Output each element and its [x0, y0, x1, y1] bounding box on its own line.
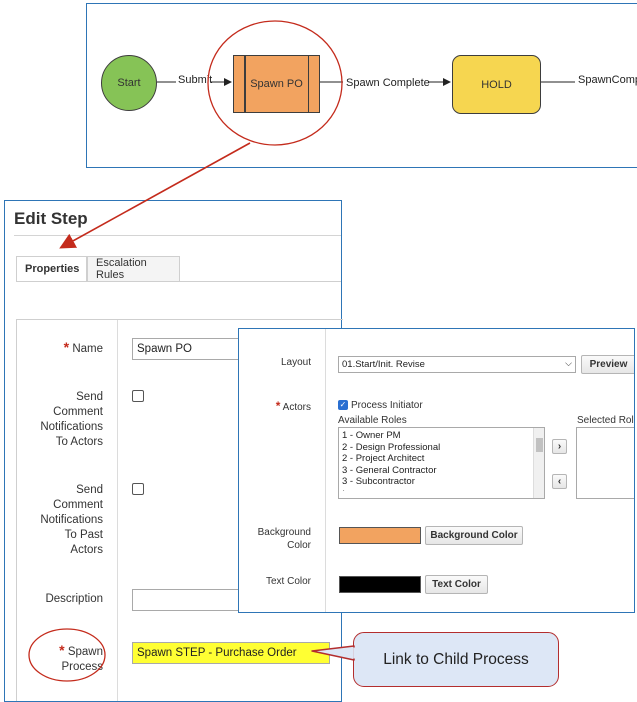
description-label: Description — [45, 593, 103, 605]
move-right-button[interactable]: › — [552, 439, 567, 454]
roles-scrollbar[interactable] — [533, 428, 544, 498]
tab-properties[interactable]: Properties — [16, 256, 87, 282]
send-comment-label: Send Comment Notifications To Actors — [40, 391, 103, 448]
roles-scrollbar-thumb[interactable] — [536, 438, 543, 452]
list-item[interactable]: 2 - Project Architect — [342, 453, 425, 465]
text-color-swatch[interactable] — [339, 576, 421, 593]
list-item[interactable]: 3 - General Contractor — [342, 464, 437, 476]
callout-text: Link to Child Process — [383, 650, 529, 668]
layout-select-value: 01.Start/Init. Revise — [342, 359, 425, 370]
properties-form: * Name Send Comment Notifications To Act… — [16, 319, 343, 701]
title-divider — [14, 235, 341, 236]
required-marker: * — [63, 339, 70, 355]
step-layout-panel: Layout 01.Start/Init. Revise ⌵ Preview *… — [238, 328, 635, 613]
preview-button[interactable]: Preview — [581, 355, 634, 374]
background-color-swatch[interactable] — [339, 527, 421, 544]
move-left-button[interactable]: ‹ — [552, 474, 567, 489]
popup-column-divider — [325, 329, 326, 612]
required-marker: * — [59, 642, 65, 658]
edge-label-spawn-complete: Spawn Complete — [345, 77, 431, 89]
list-item[interactable]: 3 - Subcontractor — [342, 476, 415, 488]
selected-roles-list[interactable] — [576, 427, 634, 499]
spawn-process-label: * Spawn Process — [45, 643, 103, 675]
edge-label-submit: Submit — [177, 74, 214, 86]
name-label-text: Name — [72, 343, 103, 355]
list-item[interactable]: 2 - Design Professional — [342, 441, 441, 453]
text-color-button[interactable]: Text Color — [425, 575, 488, 594]
form-column-divider — [117, 320, 118, 701]
spawn-process-input[interactable] — [132, 642, 330, 664]
process-initiator-label: Process Initiator — [351, 400, 423, 411]
selected-roles-label: Selected Rol — [577, 415, 634, 426]
actors-label: * Actors — [259, 400, 311, 414]
spawn-po-node-label: Spawn PO — [250, 78, 303, 90]
tab-escalation-rules[interactable]: Escalation Rules — [87, 256, 180, 282]
list-item[interactable]: 1 - Owner PM — [342, 430, 401, 441]
available-roles-list[interactable]: 1 - Owner PM 2 - Design Professional 2 -… — [338, 427, 545, 499]
background-color-button[interactable]: Background Color — [425, 526, 523, 545]
tab-divider — [16, 281, 341, 282]
process-initiator-checkbox[interactable]: ✓ — [338, 400, 348, 410]
name-input[interactable] — [132, 338, 262, 360]
text-color-label: Text Color — [265, 576, 311, 587]
required-marker: * — [275, 399, 281, 413]
hold-node-label: HOLD — [481, 78, 512, 91]
layout-label: Layout — [280, 357, 311, 368]
background-color-label: Background Color — [257, 527, 311, 551]
send-comment-past-checkbox[interactable] — [132, 483, 144, 495]
name-label: * Name — [64, 340, 103, 357]
chevron-down-icon: ⌵ — [565, 358, 572, 368]
callout-link-to-child-process: Link to Child Process — [353, 632, 559, 687]
layout-select[interactable]: 01.Start/Init. Revise ⌵ — [338, 356, 576, 373]
description-input[interactable] — [132, 589, 262, 611]
available-roles-label: Available Roles — [338, 415, 407, 426]
actors-label-text: Actors — [282, 402, 311, 413]
start-node[interactable]: Start — [101, 55, 157, 111]
spawn-process-label-text: Spawn Process — [61, 646, 103, 673]
workflow-diagram: Start Submit Spawn PO Spawn Complete HOL… — [86, 3, 637, 168]
hold-node[interactable]: HOLD — [452, 55, 541, 114]
list-item-partial: · — [342, 487, 346, 494]
send-comment-past-label: Send Comment Notifications To Past Actor… — [40, 484, 103, 556]
edge-label-spawncomp: SpawnComp — [577, 74, 637, 86]
spawn-po-node[interactable]: Spawn PO — [233, 55, 320, 113]
send-comment-checkbox[interactable] — [132, 390, 144, 402]
page-title: Edit Step — [14, 209, 88, 228]
start-node-label: Start — [117, 77, 141, 89]
